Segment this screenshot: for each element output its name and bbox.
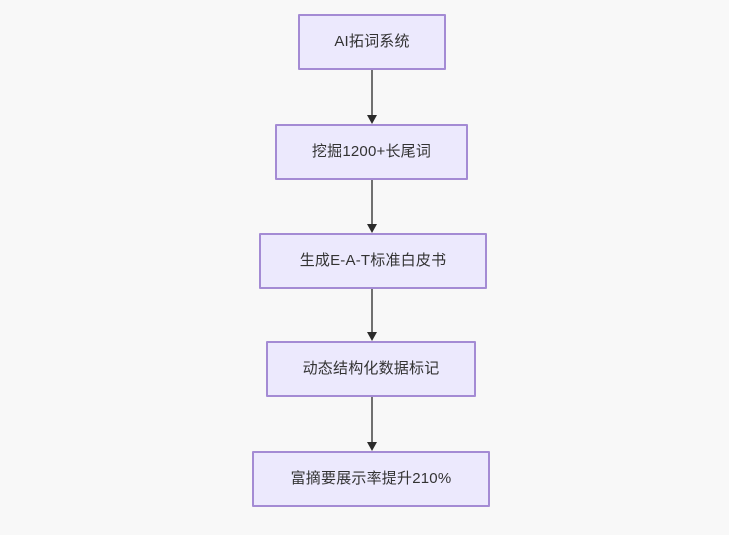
arrowhead-icon <box>367 115 377 124</box>
flow-node-label: 挖掘1200+长尾词 <box>311 143 432 160</box>
edge-line <box>371 289 373 334</box>
flow-node-dynamic-structured-data-markup[interactable]: 动态结构化数据标记 <box>266 341 476 397</box>
flow-node-generate-eat-whitepaper[interactable]: 生成E-A-T标准白皮书 <box>259 233 487 289</box>
arrowhead-icon <box>367 332 377 341</box>
flow-node-rich-snippet-uplift[interactable]: 富摘要展示率提升210% <box>252 451 490 507</box>
flow-node-mine-longtail-keywords[interactable]: 挖掘1200+长尾词 <box>275 124 468 180</box>
flow-node-ai-keyword-system[interactable]: AI拓词系统 <box>298 14 446 70</box>
flow-node-label: 动态结构化数据标记 <box>302 360 440 377</box>
arrowhead-icon <box>367 442 377 451</box>
edge-line <box>371 397 373 444</box>
edge-line <box>371 180 373 226</box>
flow-node-label: AI拓词系统 <box>334 33 410 50</box>
arrowhead-icon <box>367 224 377 233</box>
edge-line <box>371 70 373 117</box>
flow-node-label: 生成E-A-T标准白皮书 <box>299 252 447 269</box>
flow-node-label: 富摘要展示率提升210% <box>290 470 452 487</box>
